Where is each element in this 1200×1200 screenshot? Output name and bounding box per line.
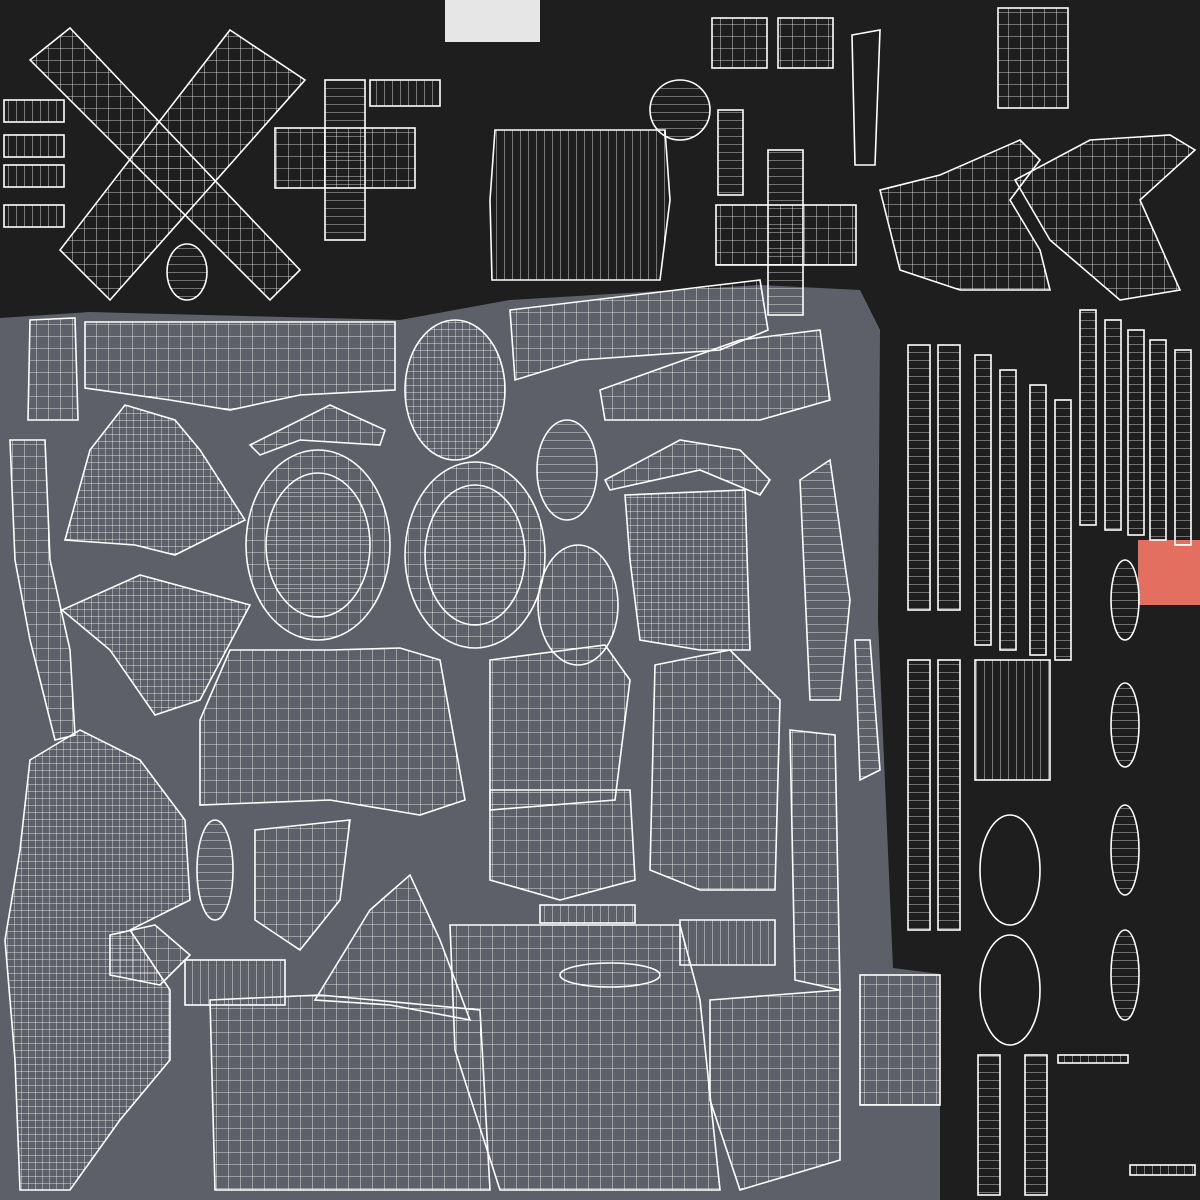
uv-island [1079, 309, 1097, 526]
uv-island [3, 204, 65, 228]
uv-island [1149, 339, 1167, 541]
uv-island [369, 79, 441, 107]
uv-island [3, 99, 65, 123]
light-swatch [445, 0, 540, 42]
uv-island [1029, 384, 1047, 656]
uv-island [649, 649, 781, 891]
uv-island [709, 989, 841, 1191]
uv-island [166, 243, 208, 301]
uv-island [789, 729, 841, 992]
uv-island [854, 639, 881, 782]
uv-island [248, 404, 386, 456]
uv-island [907, 659, 931, 931]
uv-island [184, 959, 286, 1006]
uv-island [27, 317, 79, 421]
uv-island [3, 164, 65, 188]
uv-island [777, 17, 834, 69]
uv-island [404, 319, 506, 461]
uv-island [624, 489, 751, 651]
uv-island [711, 17, 768, 69]
uv-island [196, 819, 234, 921]
uv-island [979, 814, 1041, 926]
uv-island [907, 344, 931, 611]
uv-island [539, 904, 636, 924]
uv-island [1110, 559, 1140, 641]
uv-island [1129, 1164, 1196, 1176]
uv-island [1174, 349, 1192, 546]
uv-island [1057, 1054, 1129, 1064]
uv-island [60, 574, 252, 716]
uv-island [324, 79, 366, 241]
uv-island [1127, 329, 1145, 536]
uv-island [63, 404, 247, 556]
uv-island [109, 924, 192, 986]
uv-island [851, 29, 881, 166]
uv-island [1110, 682, 1140, 768]
uv-island [717, 109, 744, 196]
uv-island [879, 139, 1052, 291]
uv-island [1013, 134, 1197, 301]
uv-island [1104, 319, 1122, 531]
uv-island [489, 129, 671, 281]
uv-island [1054, 399, 1072, 661]
uv-island [489, 644, 631, 811]
uv-island [997, 7, 1069, 109]
uv-island [254, 819, 351, 952]
uv-island [649, 79, 711, 141]
uv-island [937, 344, 961, 611]
uv-island [599, 329, 831, 421]
uv-island [937, 659, 961, 931]
uv-island [603, 439, 772, 496]
uv-island [58, 28, 307, 302]
uv-island [799, 458, 851, 701]
uv-island [977, 1054, 1001, 1196]
uv-island [1110, 929, 1140, 1021]
uv-island [84, 321, 396, 411]
uv-island [199, 647, 466, 816]
uv-island [979, 934, 1041, 1046]
uv-island [1110, 804, 1140, 896]
uv-island [1024, 1054, 1048, 1196]
uv-island [767, 149, 804, 316]
uv-island [4, 729, 191, 1191]
uv-islands [3, 7, 1197, 1196]
uv-island [536, 419, 598, 521]
uv-island [999, 369, 1017, 651]
accent-swatch [1138, 540, 1200, 605]
uv-island [3, 134, 65, 158]
uv-island [265, 472, 371, 618]
uv-island [679, 919, 776, 966]
uv-island [974, 659, 1051, 781]
uv-island [859, 974, 941, 1106]
uv-island [559, 962, 661, 988]
uv-island [974, 354, 992, 646]
uv-island [424, 484, 526, 626]
uv-island [209, 994, 491, 1191]
uv-island [489, 789, 636, 901]
